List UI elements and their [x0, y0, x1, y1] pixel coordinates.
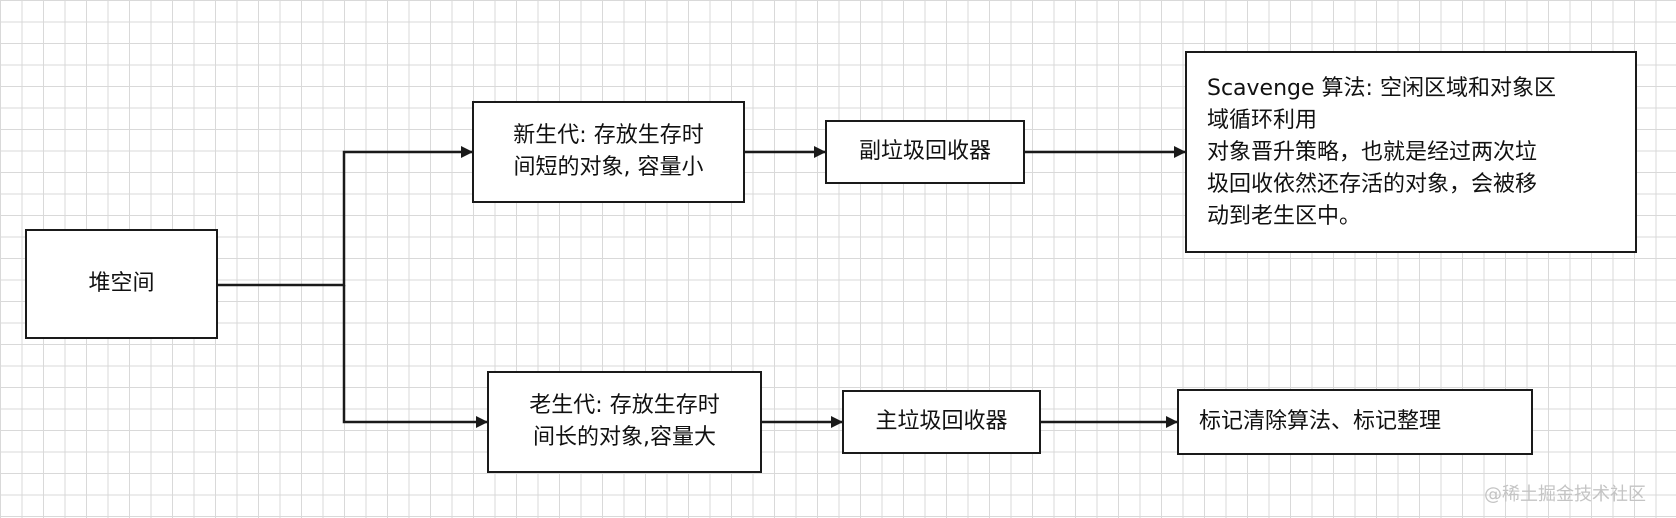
scavenge-line-2: 域循环利用 — [1207, 108, 1318, 133]
major-gc-node: 主垃圾回收器 — [842, 390, 1041, 454]
young-generation-line-1: 新生代: 存放生存时 — [513, 123, 704, 148]
scavenge-line-4: 圾回收依然还存活的对象，会被移 — [1207, 172, 1538, 197]
heap-space-label: 堆空间 — [88, 271, 155, 296]
young-generation-line-2: 间短的对象, 容量小 — [513, 155, 704, 180]
scavenge-line-3: 对象晋升策略，也就是经过两次垃 — [1207, 140, 1538, 165]
old-generation-node: 老生代: 存放生存时 间长的对象,容量大 — [487, 371, 762, 473]
heap-space-node: 堆空间 — [25, 229, 218, 339]
mark-sweep-node: 标记清除算法、标记整理 — [1177, 389, 1533, 455]
old-generation-line-1: 老生代: 存放生存时 — [529, 393, 720, 418]
major-gc-label: 主垃圾回收器 — [875, 409, 1008, 434]
mark-sweep-label: 标记清除算法、标记整理 — [1199, 409, 1442, 434]
young-generation-node: 新生代: 存放生存时 间短的对象, 容量小 — [472, 101, 745, 203]
old-generation-line-2: 间长的对象,容量大 — [533, 425, 716, 450]
edge-heap-to-old — [342, 285, 488, 428]
minor-gc-node: 副垃圾回收器 — [825, 120, 1025, 184]
scavenge-algorithm-node: Scavenge 算法: 空闲区域和对象区 域循环利用 对象晋升策略，也就是经过… — [1185, 51, 1637, 253]
edge-heap-to-young — [218, 146, 473, 287]
watermark: @稀土掘金技术社区 — [1484, 484, 1646, 505]
scavenge-line-5: 动到老生区中。 — [1207, 204, 1362, 229]
minor-gc-label: 副垃圾回收器 — [858, 139, 991, 164]
scavenge-line-1: Scavenge 算法: 空闲区域和对象区 — [1207, 76, 1556, 101]
